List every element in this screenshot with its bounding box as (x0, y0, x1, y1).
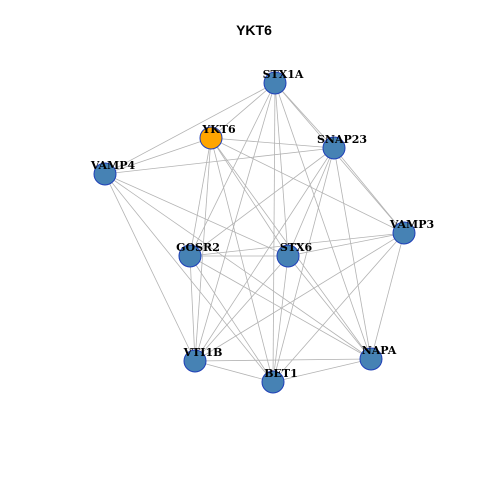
edge-snap23-bet1 (272, 147, 335, 383)
edge-stx1a-napa (274, 82, 372, 360)
node-label-napa: NAPA (362, 344, 397, 357)
edge-snap23-vamp4 (104, 147, 335, 175)
edge-vamp3-bet1 (272, 232, 405, 383)
edge-gosr2-vti1b (189, 255, 196, 362)
edge-gosr2-napa (189, 255, 372, 360)
edge-ykt6-vti1b (194, 137, 212, 362)
edge-ykt6-vamp4 (104, 137, 212, 175)
edge-gosr2-bet1 (189, 255, 274, 383)
edges-layer (104, 82, 405, 383)
graph-title: YKT6 (236, 22, 272, 38)
node-bet1 (261, 370, 285, 394)
edge-snap23-gosr2 (189, 147, 335, 257)
edge-stx1a-bet1 (272, 82, 276, 383)
edge-vamp3-napa (370, 232, 405, 360)
edge-ykt6-vamp3 (210, 137, 405, 234)
edge-ykt6-snap23 (210, 137, 335, 149)
edge-ykt6-gosr2 (189, 137, 212, 257)
node-stx6 (276, 244, 300, 268)
edge-vamp3-stx6 (287, 232, 405, 257)
edge-stx1a-ykt6 (210, 82, 276, 139)
edge-snap23-stx6 (287, 147, 335, 257)
node-label-gosr2: GOSR2 (176, 241, 220, 254)
edge-stx6-napa (287, 255, 372, 360)
node-label-snap23: SNAP23 (317, 133, 367, 146)
edge-vamp3-gosr2 (189, 232, 405, 257)
node-label-vamp4: VAMP4 (90, 159, 136, 172)
node-gosr2 (178, 244, 202, 268)
edge-vamp3-vti1b (194, 232, 405, 362)
edge-vamp4-stx6 (104, 173, 289, 257)
edge-vti1b-bet1 (194, 360, 274, 383)
node-napa (359, 347, 383, 371)
edge-stx1a-gosr2 (189, 82, 276, 257)
node-stx1a (263, 71, 287, 95)
node-label-vamp3: VAMP3 (389, 218, 434, 231)
edge-stx1a-stx6 (274, 82, 289, 257)
edge-ykt6-stx6 (210, 137, 289, 257)
edge-snap23-vamp3 (333, 147, 405, 234)
node-snap23 (322, 136, 346, 160)
node-ykt6 (199, 126, 223, 150)
edge-vamp4-napa (104, 173, 372, 360)
edge-vamp4-bet1 (104, 173, 274, 383)
edge-stx6-vti1b (194, 255, 289, 362)
node-label-stx6: STX6 (280, 241, 313, 254)
node-label-stx1a: STX1A (263, 68, 304, 81)
node-label-ykt6: YKT6 (201, 123, 236, 136)
node-label-bet1: BET1 (264, 367, 298, 380)
edge-snap23-napa (333, 147, 372, 360)
edge-snap23-vti1b (194, 147, 335, 362)
edge-vamp4-vti1b (104, 173, 196, 362)
edge-ykt6-bet1 (210, 137, 274, 383)
edge-vti1b-napa (194, 358, 372, 362)
node-vti1b (183, 349, 207, 373)
edge-bet1-napa (272, 358, 372, 383)
node-vamp4 (93, 162, 117, 186)
node-label-vti1b: VTI1B (183, 346, 223, 359)
node-vamp3 (392, 221, 416, 245)
edge-stx6-bet1 (272, 255, 289, 383)
edge-stx1a-vamp4 (104, 82, 276, 175)
